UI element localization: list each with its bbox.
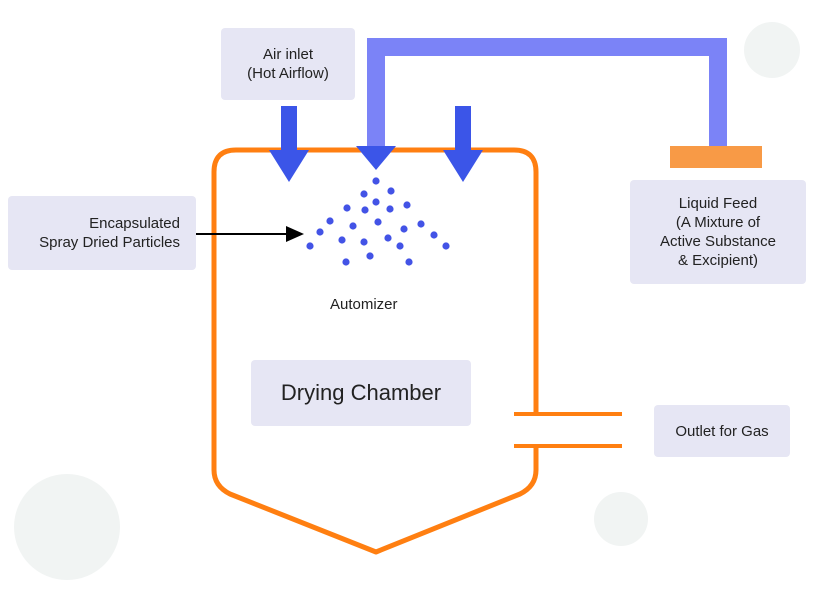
atomizer-nozzle-arrowhead bbox=[356, 146, 396, 170]
particles-pointer-arrowhead bbox=[286, 226, 304, 242]
air-inlet-text: Air inlet (Hot Airflow) bbox=[247, 46, 329, 82]
encapsulated-particles-text: Encapsulated Spray Dried Particles bbox=[39, 215, 180, 251]
liquid-feed-label: Liquid Feed (A Mixture of Active Substan… bbox=[630, 180, 806, 284]
liquid-feed-bar bbox=[670, 146, 762, 168]
liquid-feed-text: Liquid Feed (A Mixture of Active Substan… bbox=[660, 195, 776, 269]
decorative-circle-top-right bbox=[744, 22, 800, 78]
air-inlet-arrow-left bbox=[269, 106, 309, 182]
gas-outlet-label: Outlet for Gas bbox=[654, 405, 790, 457]
air-inlet-label: Air inlet (Hot Airflow) bbox=[221, 28, 355, 100]
gas-outlet-text: Outlet for Gas bbox=[675, 422, 769, 440]
feed-pipe bbox=[367, 38, 727, 150]
decorative-circle-bottom-left bbox=[14, 474, 120, 580]
spray-droplets bbox=[306, 177, 450, 266]
decorative-circle-bottom-right bbox=[594, 492, 648, 546]
encapsulated-particles-label: Encapsulated Spray Dried Particles bbox=[8, 196, 196, 270]
automizer-label: Automizer bbox=[330, 296, 398, 313]
drying-chamber-label: Drying Chamber bbox=[251, 360, 471, 426]
drying-chamber-outline bbox=[211, 147, 539, 555]
drying-chamber-text: Drying Chamber bbox=[280, 380, 442, 405]
air-inlet-arrow-right bbox=[443, 106, 483, 182]
